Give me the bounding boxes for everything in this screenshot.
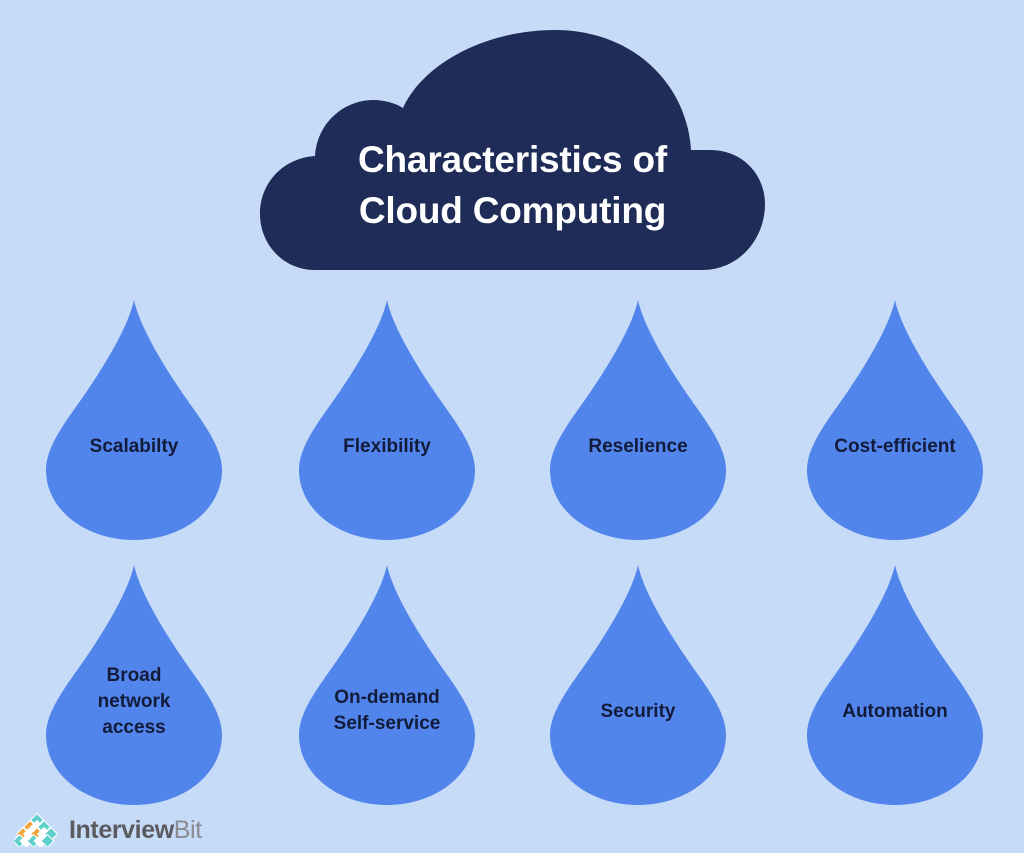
water-drop-icon: [299, 300, 475, 540]
wordmark-bit: Bit: [173, 815, 202, 844]
water-drop-icon: [46, 565, 222, 805]
droplet-broad-network-access[interactable]: Broad network access: [44, 563, 224, 807]
water-drop-icon: [46, 300, 222, 540]
wordmark-interview: Interview: [69, 815, 174, 844]
droplet-reselience[interactable]: Reselience: [548, 298, 728, 542]
water-drop-icon: [550, 300, 726, 540]
cloud-shape-icon: [260, 30, 765, 270]
water-drop-icon: [807, 565, 983, 805]
water-drop-icon: [550, 565, 726, 805]
water-drop-icon: [299, 565, 475, 805]
droplet-on-demand-self-service[interactable]: On-demand Self-service: [297, 563, 477, 807]
water-drop-icon: [807, 300, 983, 540]
interviewbit-wordmark: InterviewBit: [69, 815, 202, 844]
interviewbit-logo[interactable]: InterviewBit: [14, 812, 202, 848]
droplet-automation[interactable]: Automation: [805, 563, 985, 807]
droplet-scalability[interactable]: Scalabilty: [44, 298, 224, 542]
interviewbit-diamond-mark-icon: [14, 813, 59, 847]
droplet-cost-efficient[interactable]: Cost-efficient: [805, 298, 985, 542]
droplet-security[interactable]: Security: [548, 563, 728, 807]
cloud-header: Characteristics of Cloud Computing: [255, 22, 770, 278]
droplet-flexibility[interactable]: Flexibility: [297, 298, 477, 542]
